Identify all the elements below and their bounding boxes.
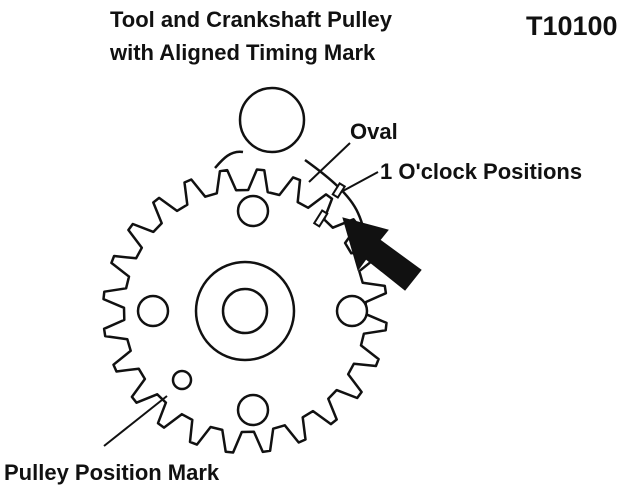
- pulley-position-hole: [171, 369, 193, 391]
- hub-outer-ring: [194, 260, 296, 362]
- timing-arrow-icon: [342, 217, 422, 291]
- pulley-mark-leader-line: [103, 395, 168, 447]
- pulley-mark-label: Pulley Position Mark: [4, 460, 220, 485]
- oval-label: Oval: [350, 119, 398, 144]
- tool-id: T10100: [526, 11, 618, 41]
- title-line-1: Tool and Crankshaft Pulley: [110, 7, 392, 32]
- bolt-hole-right: [335, 294, 369, 328]
- bolt-hole-left: [136, 294, 170, 328]
- bolt-hole-top: [236, 194, 270, 228]
- oval-leader-line: [308, 142, 351, 183]
- timing-mark-pulley: [312, 209, 329, 228]
- title-line-2: with Aligned Timing Mark: [110, 40, 376, 65]
- tool-knob: [238, 86, 306, 154]
- bolt-hole-bottom: [236, 393, 270, 427]
- oclock-label: 1 O'clock Positions: [380, 159, 583, 184]
- hub-inner-ring: [221, 287, 269, 335]
- oclock-leader-line: [340, 171, 379, 193]
